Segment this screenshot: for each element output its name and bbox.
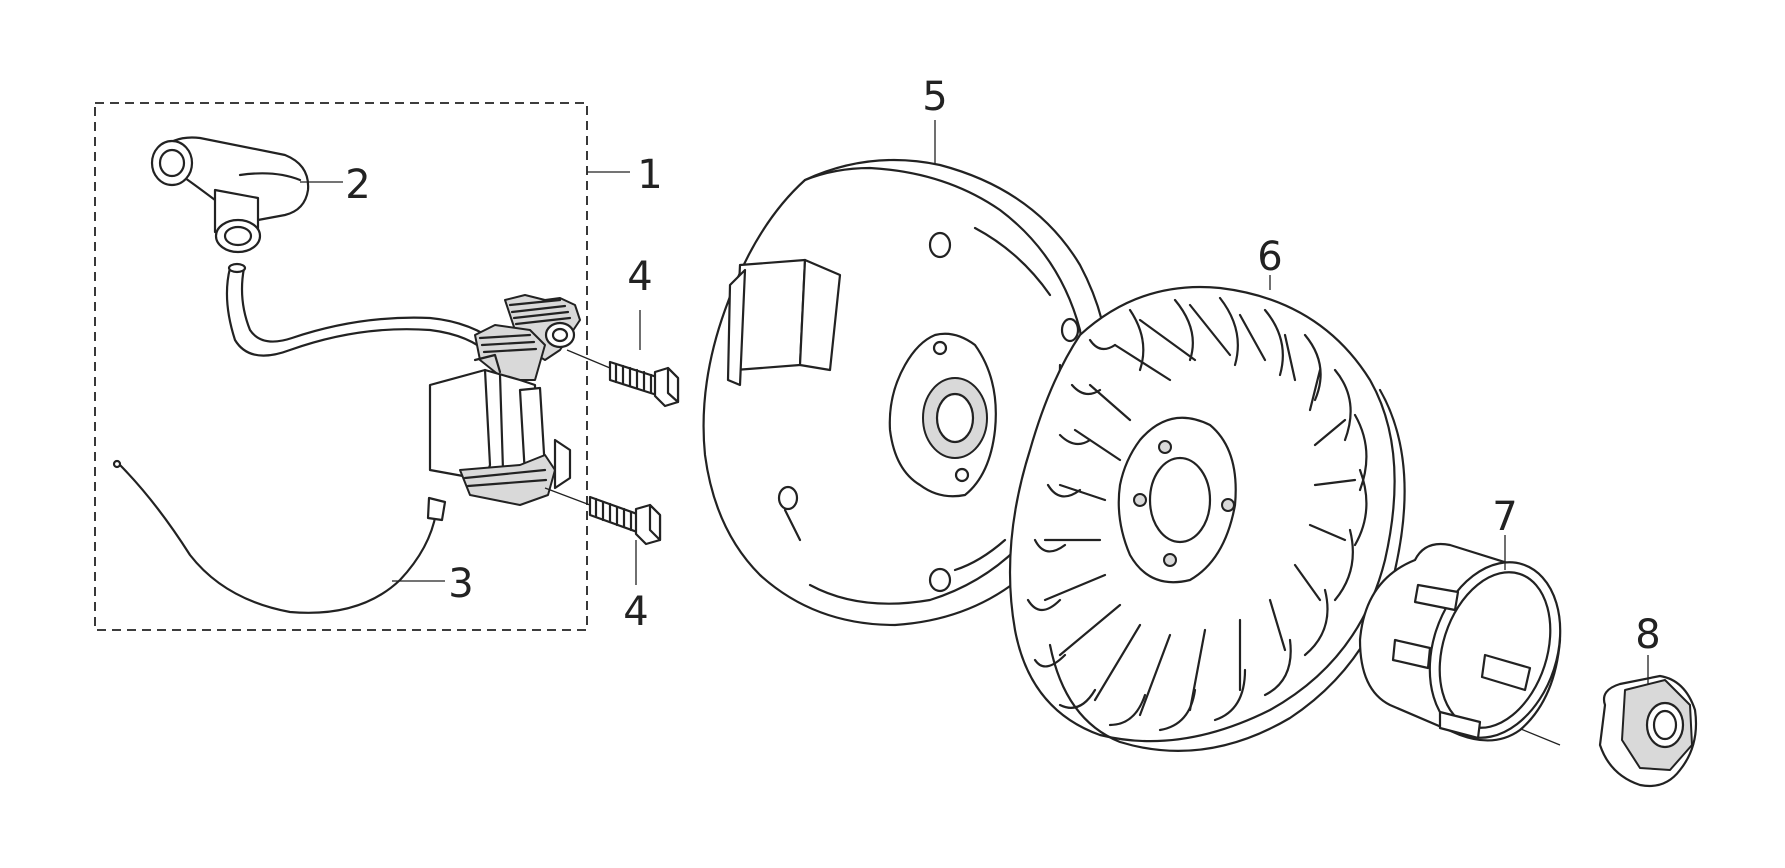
callout-7: 7	[1492, 494, 1517, 540]
leader-lines	[300, 120, 1649, 685]
flywheel	[702, 158, 1111, 627]
starter-cup	[1358, 542, 1562, 742]
stop-wire	[116, 461, 438, 614]
callout-4b: 4	[623, 589, 648, 635]
cooling-fan	[1008, 285, 1406, 752]
spark-plug-cap	[150, 136, 310, 254]
bolt-lower	[588, 495, 662, 546]
callout-6: 6	[1257, 234, 1282, 280]
ignition-coil	[428, 294, 581, 506]
callout-8: 8	[1635, 612, 1660, 658]
high-tension-lead	[225, 266, 492, 357]
ignition-assembly-group-box	[94, 102, 588, 631]
callout-4a: 4	[627, 254, 652, 300]
callout-5: 5	[922, 74, 947, 120]
bolt-axis-lines	[544, 349, 611, 506]
callout-1: 1	[637, 152, 662, 198]
callout-3: 3	[448, 561, 473, 607]
flange-nut	[1598, 674, 1698, 788]
callout-2: 2	[345, 162, 370, 208]
bolt-upper	[608, 360, 680, 408]
